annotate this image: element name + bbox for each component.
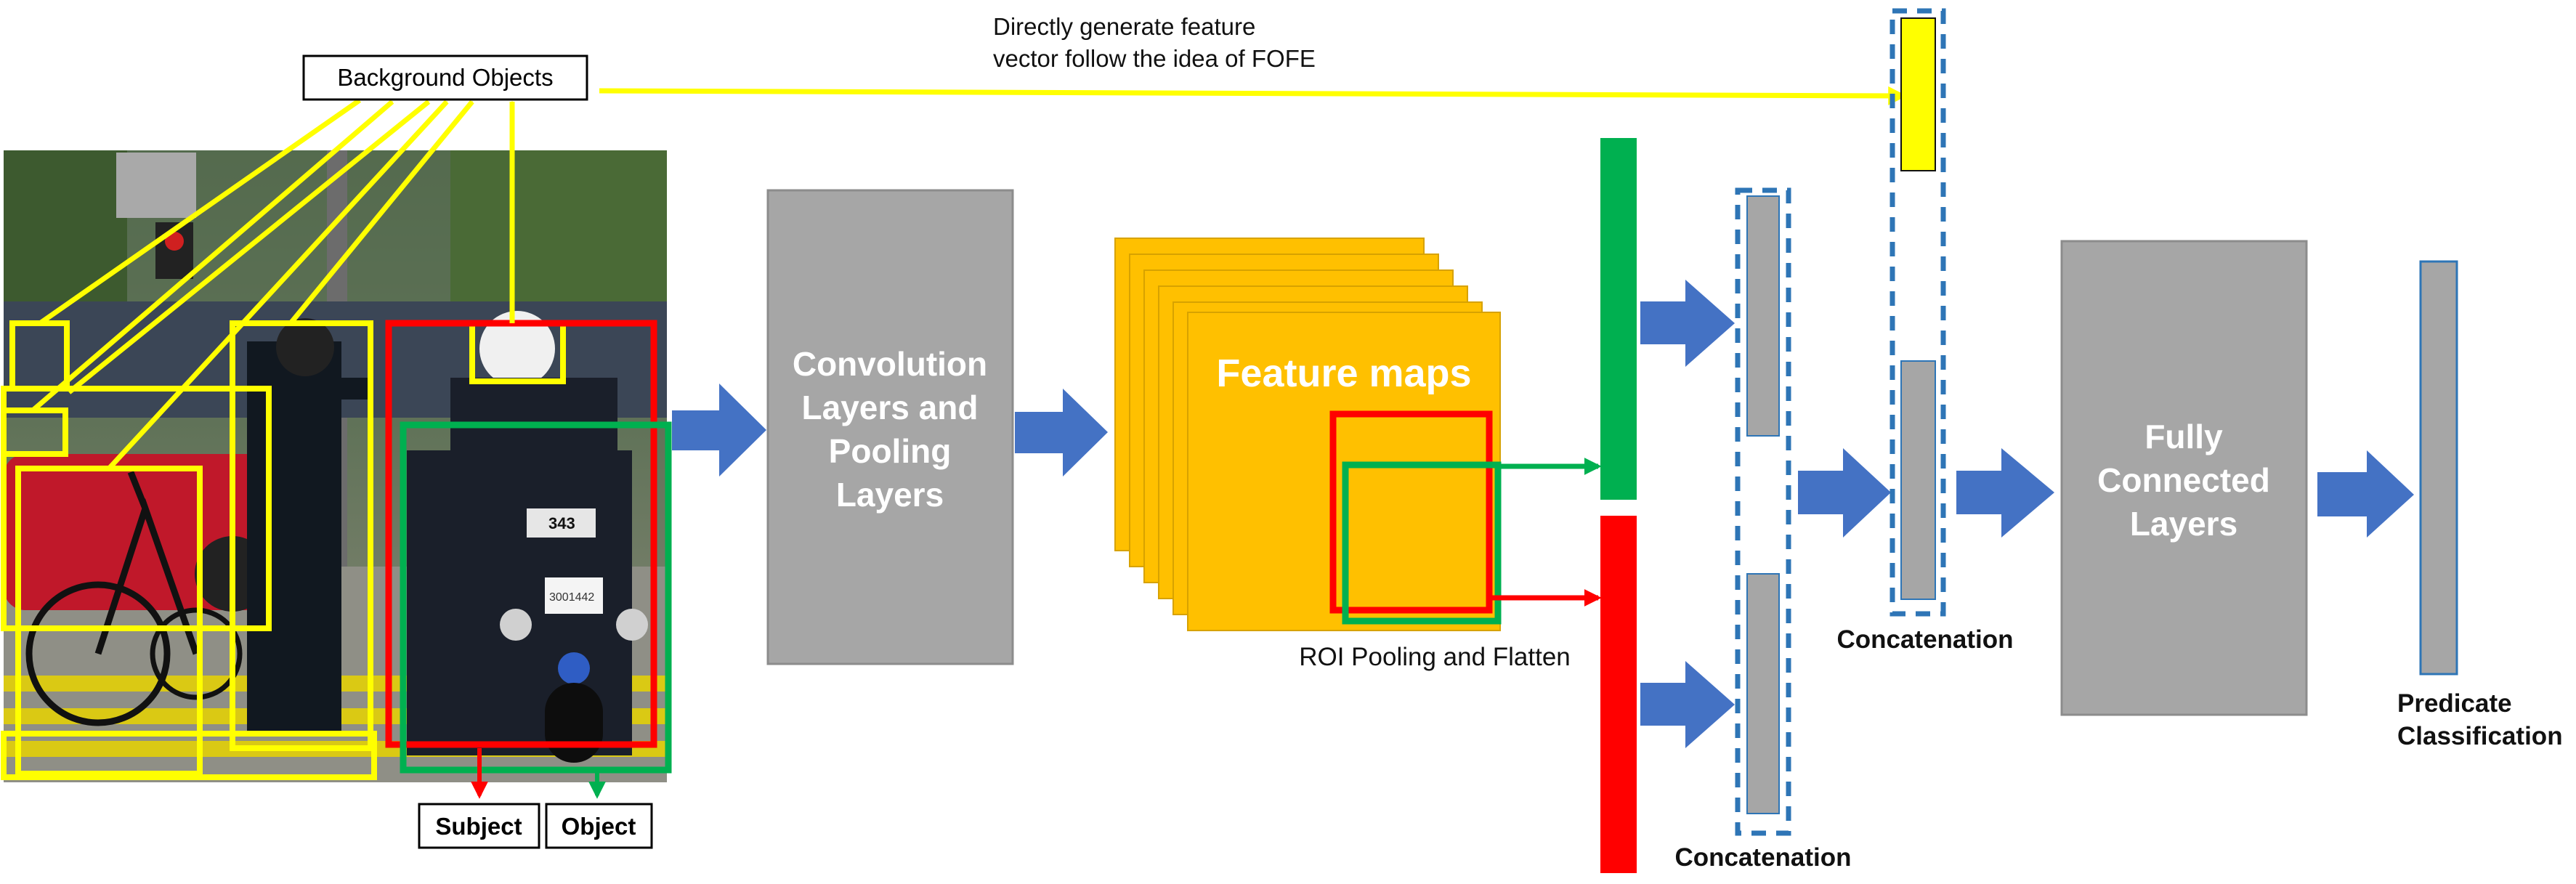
fully-connected-block [2060,240,2308,716]
photo-license-plate [545,577,603,614]
roi-pooling-label: ROI Pooling and Flatten [1299,643,1571,671]
upper-concatenation-label: Concatenation [1836,625,2013,654]
blue-right-arrow-icon [2317,450,2414,538]
photo-officer-arm [327,378,370,400]
fofe-label-line2: vector follow the idea of FOFE [993,45,1316,72]
photo-motorcycle-light-right [616,609,648,641]
conv-label-line4: Layers [836,476,944,514]
feature-red-roi [1329,410,1493,614]
lower-concatenation-dashed [1735,187,1791,836]
red-feature-vector [1600,516,1637,873]
blue-right-arrow-icon [1956,448,2054,538]
lower-concatenation-label: Concatenation [1674,843,1851,872]
photo-license-plate-text: 3001442 [549,591,594,604]
yellow-box-crosswalk [1,731,377,780]
photo-motorcycle-plate-box [527,508,596,538]
fully-connected-label: Fully Connected Layers [2097,418,2270,543]
feature-maps-label: Feature maps [1216,352,1471,395]
photo-motorcycle-rider-helmet [479,311,555,386]
conv-label-line2: Layers and [802,389,979,426]
yellow-line-4 [107,100,449,471]
convolution-label: Convolution Layers and Pooling Layers [793,345,987,514]
photo-bike-wheel-back [150,607,243,700]
predicate-vector [2419,260,2458,676]
yellow-line-1 [38,98,362,325]
fc-label-line1: Fully [2144,418,2223,455]
photo-motorcycle-light-left [500,609,532,641]
street-photo: 343 3001442 [4,150,667,782]
photo-motorcycle-wheel [545,683,603,763]
fofe-arrow [599,86,1908,105]
photo-bike-frame [94,471,200,655]
fofe-yellow-vector [1900,17,1936,171]
upper-concat-vector [1900,360,1936,600]
blue-right-arrow-icon [1798,448,1891,538]
background-objects-label: Background Objects [337,64,553,91]
conv-label-line1: Convolution [793,345,987,383]
background-object-lines [31,98,515,471]
blue-right-arrow-icon [1015,389,1108,477]
photo-police-officer [247,341,341,734]
background-objects-box [302,54,588,101]
green-feature-vector [1600,138,1637,500]
photo-tree-right [450,150,667,303]
photo-bike-wheel-front [25,581,171,726]
yellow-line-2 [31,100,394,413]
blue-right-arrow-icon [1640,280,1735,367]
photo-red-light [165,232,184,251]
photo-motorcycle-tail [558,652,590,684]
fc-label-line2: Connected [2097,461,2270,499]
photo-tree-left [4,150,127,325]
fofe-label-line1: Directly generate feature [993,13,1255,40]
feature-green-roi [1342,461,1502,625]
yellow-box-car [1,386,272,631]
lower-concat-vector-top [1746,195,1780,437]
photo-plate-number: 343 [548,514,575,532]
yellow-line-3 [67,100,431,394]
blue-right-arrow-icon [672,384,766,477]
object-label: Object [562,813,636,840]
lower-concat-vector-bottom [1746,573,1780,814]
green-box-object [400,421,672,774]
red-box-subject [385,320,657,748]
blue-right-arrow-icon [1640,661,1735,748]
object-box [545,803,653,849]
conv-label-line3: Pooling [829,432,952,470]
fc-label-line3: Layers [2130,505,2237,543]
photo-street-sign [116,153,196,218]
subject-box [418,803,540,849]
photo-motorcycle-rider [450,378,617,523]
subject-label: Subject [435,813,522,840]
feature-maps-stack [1114,238,1501,631]
yellow-box-officer [230,320,373,751]
yellow-line-5 [288,100,474,325]
predicate-label-line2: Classification [2397,722,2563,750]
photo-officer-helmet [276,318,334,376]
predicate-label-line1: Predicate [2397,689,2512,718]
convolution-block [766,189,1014,665]
upper-concatenation-dashed [1890,8,1946,617]
